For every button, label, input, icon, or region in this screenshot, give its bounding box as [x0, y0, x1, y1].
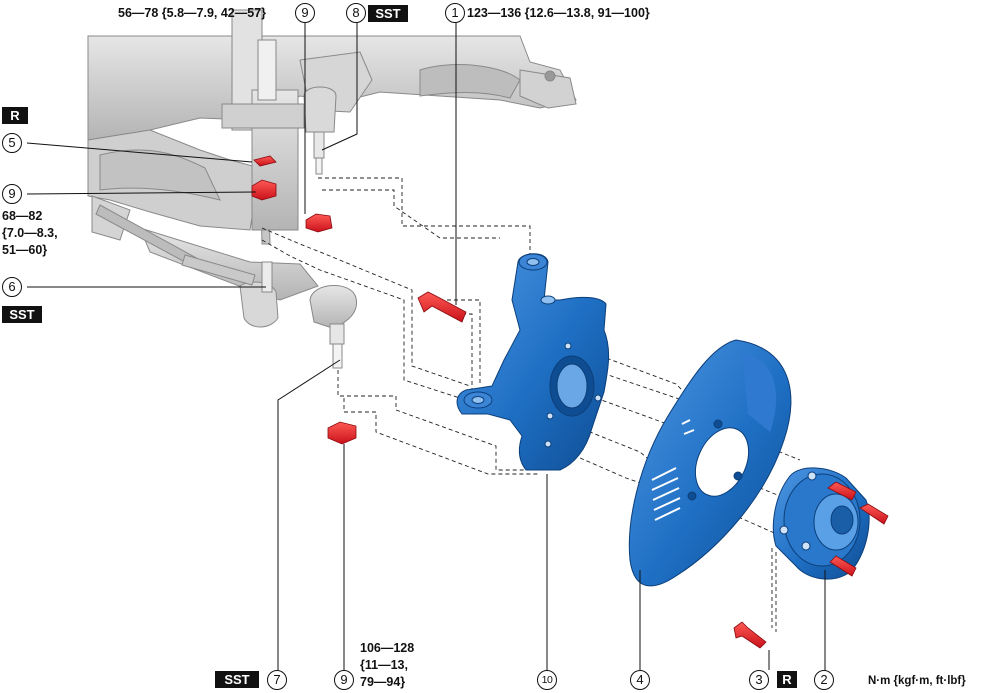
strut-assembly — [221, 9, 305, 231]
dust-shield — [628, 339, 792, 587]
subframe-gray — [87, 35, 577, 328]
callout-5: 5 — [2, 133, 22, 153]
callout-7: 7 — [267, 670, 287, 690]
link-stud — [261, 261, 273, 293]
callout-3: 3 — [749, 670, 769, 690]
torque-spec-bottom: 106—128 {11—13, 79—94} — [360, 641, 415, 689]
r-tag-bottom: R — [777, 671, 797, 688]
unit-legend: N·m {kgf·m, ft·lbf} — [868, 675, 966, 687]
upper-link-joint — [303, 86, 337, 175]
steering-knuckle — [456, 253, 610, 471]
red-fasteners — [251, 155, 889, 649]
r-tag-left: R — [2, 107, 28, 124]
torque-spec-top-right: 123—136 {12.6—13.8, 91—100} — [467, 6, 650, 20]
wheel-hub — [772, 467, 870, 580]
sst-tag-top: SST — [368, 5, 408, 22]
sst-tag-left: SST — [2, 306, 42, 323]
callout-9-bottom: 9 — [334, 670, 354, 690]
callout-10: 10 — [537, 670, 557, 690]
torque-spec-top-left: 56—78 {5.8—7.9, 42—57} — [118, 6, 267, 20]
callout-8: 8 — [346, 3, 366, 23]
callout-4: 4 — [630, 670, 650, 690]
callout-2: 2 — [814, 670, 834, 690]
leader-lines — [26, 20, 826, 670]
torque-spec-left: 68—82 {7.0—8.3, 51—60} — [2, 209, 58, 257]
callout-1: 1 — [445, 3, 465, 23]
callout-9-top: 9 — [295, 3, 315, 23]
sst-tag-bottom: SST — [215, 671, 259, 688]
lower-ball-joint — [309, 285, 357, 369]
callout-9-left: 9 — [2, 184, 22, 204]
callout-6: 6 — [2, 277, 22, 297]
